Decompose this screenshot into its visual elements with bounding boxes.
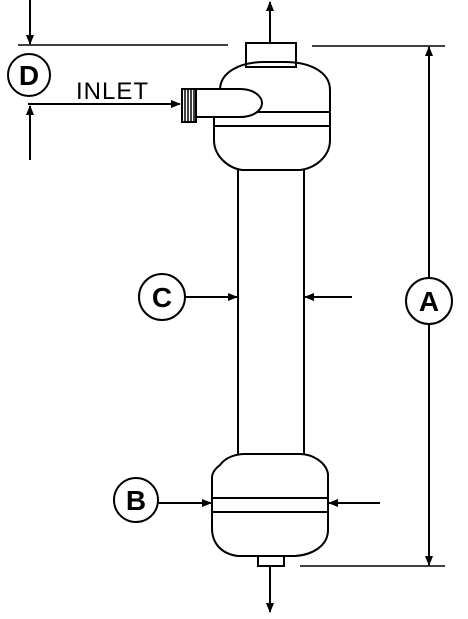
dimension-d-label: D — [19, 60, 39, 91]
dimension-a-label: A — [419, 286, 439, 317]
vessel-body — [237, 170, 305, 455]
dimension-c-callout — [138, 273, 186, 321]
dimension-c-label: C — [152, 282, 172, 313]
dimension-a-callout — [405, 277, 453, 325]
dimension-a: A — [300, 45, 453, 567]
dimension-b-label: B — [126, 485, 146, 516]
bottom-vessel-head — [211, 453, 329, 557]
dimension-c: C — [138, 273, 352, 321]
dimension-d-callout — [7, 53, 51, 97]
dimension-d: D — [7, 0, 228, 160]
inlet-fitting — [181, 88, 264, 123]
inlet-label: INLET — [76, 78, 149, 105]
bottom-outlet-nozzle — [257, 555, 285, 567]
dimension-b: B — [113, 477, 380, 523]
dimension-b-callout — [113, 477, 159, 523]
